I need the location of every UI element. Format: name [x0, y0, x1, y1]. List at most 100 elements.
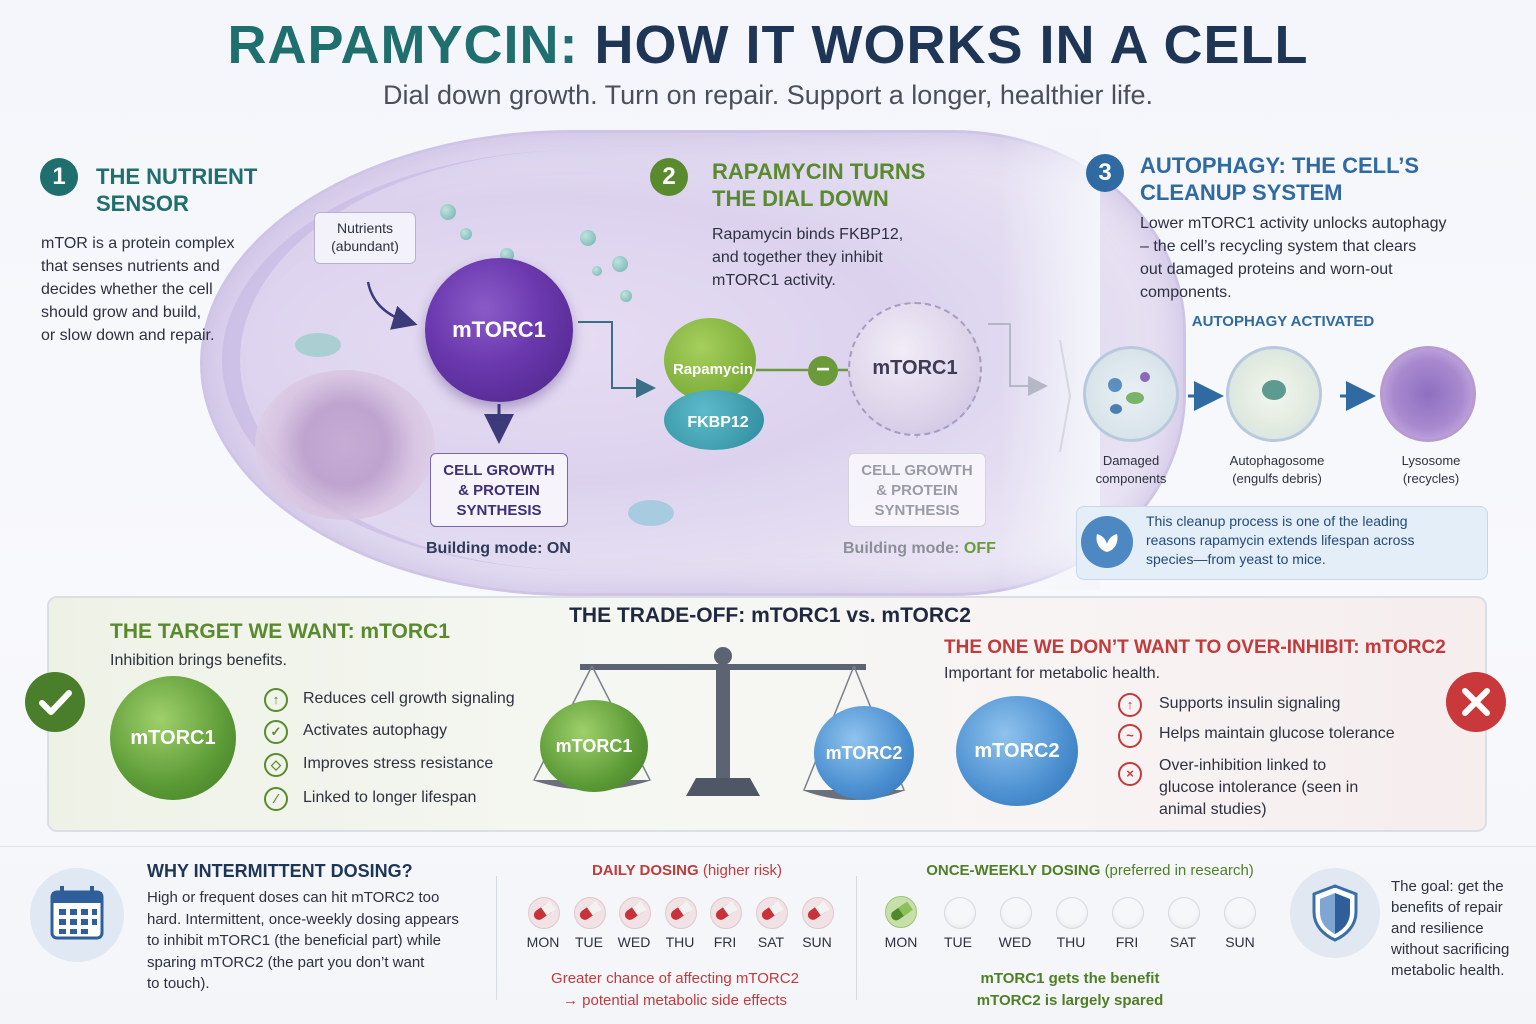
goal-line: metabolic health. — [1391, 962, 1505, 979]
daily-capsules — [533, 901, 830, 920]
page-title: RAPAMYCIN: HOW IT WORKS IN A CELL — [0, 14, 1536, 76]
avoid-sub: Important for metabolic health. — [944, 665, 1161, 682]
box-line: CELL GROWTH — [443, 462, 555, 479]
nutrients-line: (abundant) — [331, 238, 399, 254]
empty-pill-slot — [1168, 897, 1200, 929]
target-heading: THE TARGET WE WANT: mTORC1 — [110, 620, 450, 643]
result-line: mTORC1 gets the benefit — [980, 970, 1160, 987]
day-label: SUN — [1225, 934, 1255, 950]
shield-icon: ◇ — [264, 753, 288, 777]
warning-icon: × — [1118, 762, 1142, 786]
body-line: out damaged proteins and worn-out — [1140, 261, 1393, 278]
day-label: FRI — [713, 934, 737, 950]
day-label: FRI — [1115, 934, 1139, 950]
daily-note: (higher risk) — [702, 862, 783, 879]
box-line: SYNTHESIS — [456, 502, 542, 519]
organelle-blob — [295, 333, 341, 357]
day-label: MON — [884, 934, 918, 950]
risk-line: animal studies) — [1159, 801, 1267, 818]
glucose-icon: ~ — [1118, 724, 1142, 748]
scale-mtorc2-molecule: mTORC2 — [814, 706, 914, 800]
weekly-dosing-header: ONCE-WEEKLY DOSING (preferred in researc… — [890, 862, 1290, 879]
fkbp12-molecule — [664, 390, 764, 450]
nutrient-dot — [460, 228, 472, 240]
empty-pill-slot — [944, 897, 976, 929]
nutrient-dot — [592, 266, 602, 276]
section1-title-line: SENSOR — [96, 191, 189, 216]
body-line: components. — [1140, 284, 1232, 301]
empty-pill-slot — [1000, 897, 1032, 929]
body-line: should grow and build, — [41, 304, 202, 321]
stage-lysosome-label: Lysosome (recycles) — [1366, 452, 1496, 488]
day-label: THU — [1056, 934, 1086, 950]
debris-dot — [1108, 378, 1122, 392]
day-label: SAT — [757, 934, 785, 950]
step-1-badge: 1 — [40, 158, 78, 196]
goal-line: benefits of repair — [1391, 899, 1503, 916]
arrow-up-icon: ↑ — [1118, 693, 1142, 717]
target-sub: Inhibition brings benefits. — [110, 652, 287, 669]
section2-title: RAPAMYCIN TURNS THE DIAL DOWN — [712, 158, 925, 212]
result-line: → potential metabolic side effects — [562, 992, 787, 1009]
mtorc2-molecule: mTORC2 — [956, 696, 1078, 806]
section3-title: AUTOPHAGY: THE CELL’S CLEANUP SYSTEM — [1140, 152, 1419, 206]
empty-pill-slot — [1056, 897, 1088, 929]
mode-value: ON — [546, 540, 571, 557]
stage-line: Autophagosome — [1229, 453, 1325, 468]
risk-line: glucose intolerance (seen in — [1159, 779, 1359, 796]
stage-autophagosome-label: Autophagosome (engulfs debris) — [1212, 452, 1342, 488]
day-label: TUE — [575, 934, 603, 950]
tradeoff-title: THE TRADE-OFF: mTORC1 vs. mTORC2 — [569, 604, 971, 627]
debris-dot — [1140, 372, 1150, 382]
day-label: MON — [526, 934, 560, 950]
organelle-blob — [628, 500, 674, 526]
box-line: SYNTHESIS — [874, 502, 960, 519]
risk-item: Supports insulin signaling — [1159, 695, 1341, 712]
result-line: Greater chance of affecting mTORC2 — [551, 970, 799, 987]
goal-line: without sacrificing — [1391, 941, 1510, 958]
body-line: High or frequent doses can hit mTORC2 to… — [147, 889, 440, 906]
why-dosing-title: WHY INTERMITTENT DOSING? — [147, 861, 413, 881]
stage-line: (engulfs debris) — [1232, 471, 1322, 486]
result-line: mTORC2 is largely spared — [976, 992, 1164, 1009]
recycle-icon: ✓ — [264, 720, 288, 744]
callout-text: This cleanup process is one of the leadi… — [1146, 512, 1414, 569]
section2-title-line: RAPAMYCIN TURNS — [712, 159, 926, 184]
rapamycin-molecule — [664, 318, 756, 402]
day-label: THU — [665, 934, 695, 950]
empty-pill-slot — [1112, 897, 1144, 929]
mtorc1-inhibited-molecule: mTORC1 — [848, 302, 982, 436]
shield-icon — [1290, 868, 1380, 958]
inhibit-icon: − — [808, 356, 838, 386]
empty-pill-slot — [1224, 897, 1256, 929]
arrow-up-icon: ↑ — [264, 688, 288, 712]
goal-line: The goal: get the — [1391, 878, 1504, 895]
body-line: mTORC1 activity. — [712, 272, 836, 289]
weekly-title: ONCE-WEEKLY DOSING — [926, 862, 1101, 879]
step-2-badge: 2 — [650, 158, 688, 196]
nutrient-dot — [612, 256, 628, 272]
box-line: CELL GROWTH — [861, 462, 973, 479]
day-label: WED — [617, 934, 651, 950]
leaf-icon — [1081, 516, 1133, 568]
calendar-icon — [30, 868, 124, 962]
nutrient-dot — [440, 204, 456, 220]
risk-item: Over-inhibition linked to glucose intole… — [1159, 755, 1358, 821]
day-label: TUE — [944, 934, 972, 950]
section1-title: THE NUTRIENT SENSOR — [96, 163, 257, 217]
section2-title-line: THE DIAL DOWN — [712, 186, 889, 211]
check-icon — [25, 672, 85, 732]
body-line: Rapamycin binds FKBP12, — [712, 226, 904, 243]
benefit-item: Reduces cell growth signaling — [303, 690, 515, 707]
risk-item: Helps maintain glucose tolerance — [1159, 725, 1395, 742]
debris-dot — [1126, 392, 1144, 404]
section3-body: Lower mTORC1 activity unlocks autophagy … — [1140, 212, 1447, 304]
page-subtitle: Dial down growth. Turn on repair. Suppor… — [383, 80, 1153, 110]
daily-dosing-header: DAILY DOSING (higher risk) — [527, 862, 847, 879]
lifespan-callout — [1076, 506, 1488, 580]
body-line: and together they inhibit — [712, 249, 883, 266]
section3-title-line: CLEANUP SYSTEM — [1140, 180, 1343, 205]
body-line: or slow down and repair. — [41, 327, 215, 344]
goal-text: The goal: get the benefits of repair and… — [1391, 876, 1509, 981]
